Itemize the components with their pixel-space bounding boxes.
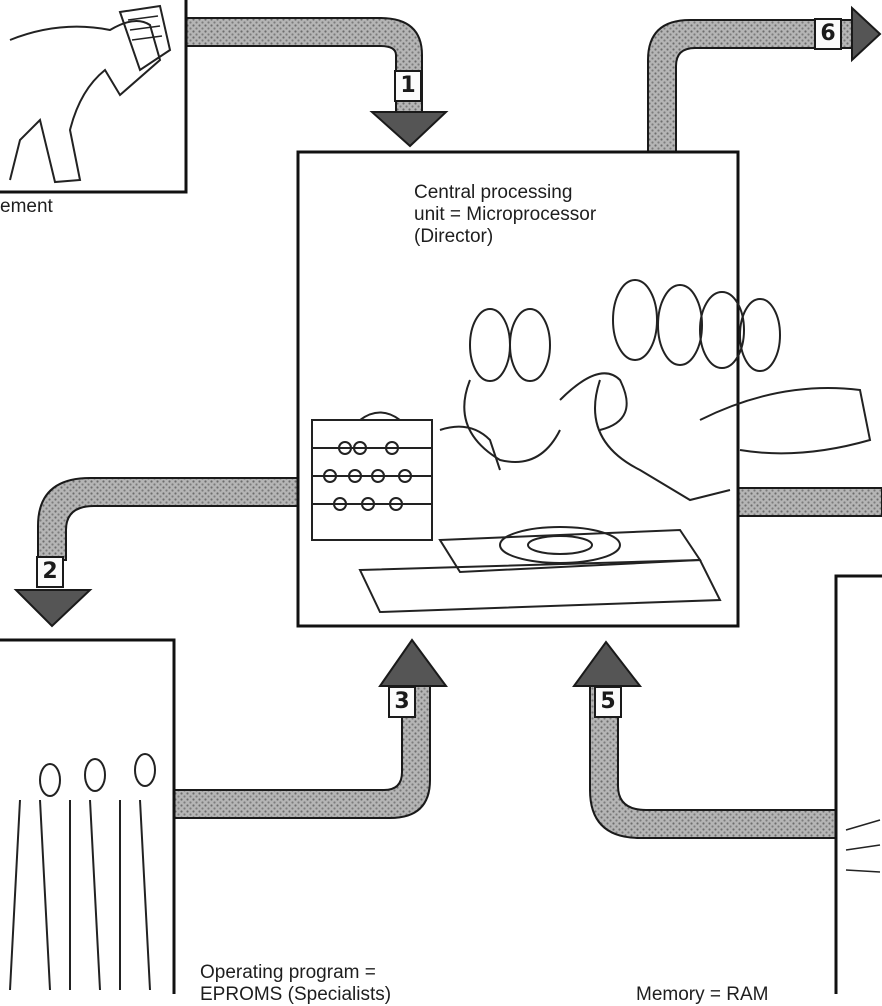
input-panel	[0, 0, 186, 192]
cpu-label-line-3: (Director)	[414, 226, 596, 248]
arrow-6-pipe	[648, 8, 880, 152]
arrow-badge-3: 3	[388, 686, 416, 718]
arrow-3-pipe	[172, 640, 446, 818]
arrow-badge-5: 5	[594, 686, 622, 718]
operating-program-line-2: EPROMS (Specialists)	[200, 984, 391, 1006]
memory-label: Memory = RAM	[636, 984, 769, 1006]
arrow-badge-1: 1	[394, 70, 422, 102]
operating-program-line-1: Operating program =	[200, 962, 391, 984]
specialists-panel	[0, 640, 174, 994]
arrow-badge-6: 6	[814, 18, 842, 50]
arrow-2-pipe	[16, 478, 298, 626]
arrow-5-pipe	[574, 642, 836, 838]
cpu-label-line-2: unit = Microprocessor	[414, 204, 596, 226]
memory-panel	[836, 576, 882, 994]
output-pipe	[736, 488, 882, 516]
cpu-label: Central processing unit = Microprocessor…	[414, 182, 596, 248]
cpu-label-line-1: Central processing	[414, 182, 596, 204]
arrow-badge-2: 2	[36, 556, 64, 588]
input-panel-caption: ement	[0, 196, 53, 218]
operating-program-label: Operating program = EPROMS (Specialists)	[200, 962, 391, 1006]
